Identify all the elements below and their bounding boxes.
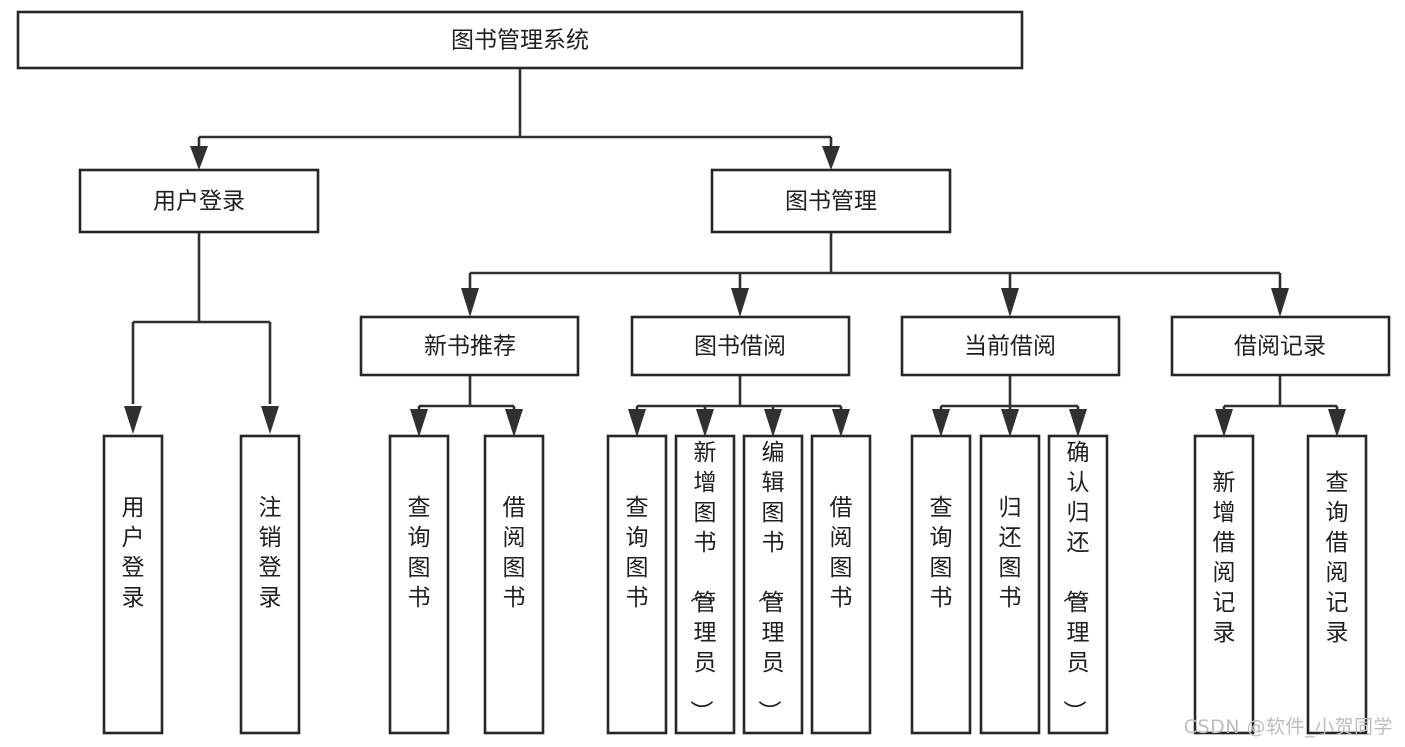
arrow-book-mgmt xyxy=(822,146,840,170)
node-current-borrow[interactable]: 当前借阅 xyxy=(900,315,1121,377)
leaf-query-book-current-label: 查询图书 xyxy=(930,495,953,611)
node-current-borrow-label: 当前借阅 xyxy=(964,334,1056,360)
leaf-borrow-book-recommend-label: 借阅图书 xyxy=(503,495,526,611)
arrow-leaf-return-book xyxy=(1001,409,1019,437)
arrow-leaf-user-login xyxy=(124,406,142,434)
arrow-leaf-query-book-2 xyxy=(628,409,646,437)
leaf-add-borrow-record[interactable]: 新增借阅记录 xyxy=(1193,434,1255,735)
node-book-borrow[interactable]: 图书借阅 xyxy=(630,315,851,377)
leaf-confirm-return-label: 确认归还（管理员） xyxy=(1061,440,1090,723)
arrow-leaf-add-record xyxy=(1215,409,1233,437)
node-borrow-record-label: 借阅记录 xyxy=(1234,334,1326,360)
arrow-borrow-record xyxy=(1271,288,1289,317)
arrow-leaf-query-record xyxy=(1328,409,1346,437)
leaf-user-login-label: 用户登录 xyxy=(122,495,145,611)
leaf-query-borrow-record-label: 查询借阅记录 xyxy=(1326,470,1349,646)
leaf-query-book-recommend[interactable]: 查询图书 xyxy=(388,434,450,735)
leaf-add-book[interactable]: 新增图书（管理员） xyxy=(674,434,736,735)
arrow-leaf-logout xyxy=(261,406,279,434)
arrow-leaf-borrow-book-2 xyxy=(832,409,850,437)
leaf-query-book-current[interactable]: 查询图书 xyxy=(910,434,972,735)
arrow-new-book xyxy=(461,288,479,317)
node-layer: 图书管理系统 用户登录 图书管理 新书推荐 图书借阅 当前 xyxy=(16,10,1391,735)
leaf-logout[interactable]: 注销登录 xyxy=(239,434,301,735)
arrow-leaf-query-book-1 xyxy=(410,409,428,437)
node-new-book-recommend-label: 新书推荐 xyxy=(424,334,516,360)
leaf-confirm-return[interactable]: 确认归还（管理员） xyxy=(1047,434,1109,735)
arrow-leaf-borrow-book-1 xyxy=(505,409,523,437)
node-root[interactable]: 图书管理系统 xyxy=(16,10,1024,70)
node-book-management[interactable]: 图书管理 xyxy=(710,168,952,234)
node-book-management-label: 图书管理 xyxy=(785,189,877,215)
leaf-add-book-label: 新增图书（管理员） xyxy=(688,440,717,723)
leaf-query-book-borrow[interactable]: 查询图书 xyxy=(606,434,668,735)
arrow-leaf-query-book-3 xyxy=(932,409,950,437)
leaf-return-book[interactable]: 归还图书 xyxy=(979,434,1041,735)
node-user-login-label: 用户登录 xyxy=(153,189,245,215)
leaf-borrow-book-recommend[interactable]: 借阅图书 xyxy=(483,434,545,735)
node-root-label: 图书管理系统 xyxy=(451,28,589,54)
arrow-user-login xyxy=(190,146,208,170)
leaf-return-book-label: 归还图书 xyxy=(999,495,1022,611)
leaf-edit-book-label: 编辑图书（管理员） xyxy=(756,440,785,723)
leaf-query-book-recommend-label: 查询图书 xyxy=(408,495,431,611)
csdn-watermark: CSDN @软件_小贺同学 xyxy=(1183,716,1393,738)
node-new-book-recommend[interactable]: 新书推荐 xyxy=(359,315,580,377)
node-borrow-record[interactable]: 借阅记录 xyxy=(1170,315,1391,377)
arrow-book-borrow xyxy=(731,288,749,317)
leaf-edit-book[interactable]: 编辑图书（管理员） xyxy=(742,434,804,735)
edge-layer xyxy=(124,68,1346,437)
leaf-borrow-book[interactable]: 借阅图书 xyxy=(810,434,872,735)
leaf-logout-label: 注销登录 xyxy=(259,495,282,611)
leaf-borrow-book-label: 借阅图书 xyxy=(830,495,853,611)
arrow-leaf-add-book xyxy=(696,409,714,437)
arrow-leaf-edit-book xyxy=(764,409,782,437)
leaf-query-borrow-record[interactable]: 查询借阅记录 xyxy=(1306,434,1368,735)
leaf-add-borrow-record-label: 新增借阅记录 xyxy=(1213,470,1236,646)
node-user-login[interactable]: 用户登录 xyxy=(78,168,320,234)
leaf-user-login[interactable]: 用户登录 xyxy=(102,434,164,735)
arrow-current-borrow xyxy=(1001,288,1019,317)
arrow-leaf-confirm-return xyxy=(1069,409,1087,437)
leaf-query-book-borrow-label: 查询图书 xyxy=(626,495,649,611)
node-book-borrow-label: 图书借阅 xyxy=(694,334,786,360)
